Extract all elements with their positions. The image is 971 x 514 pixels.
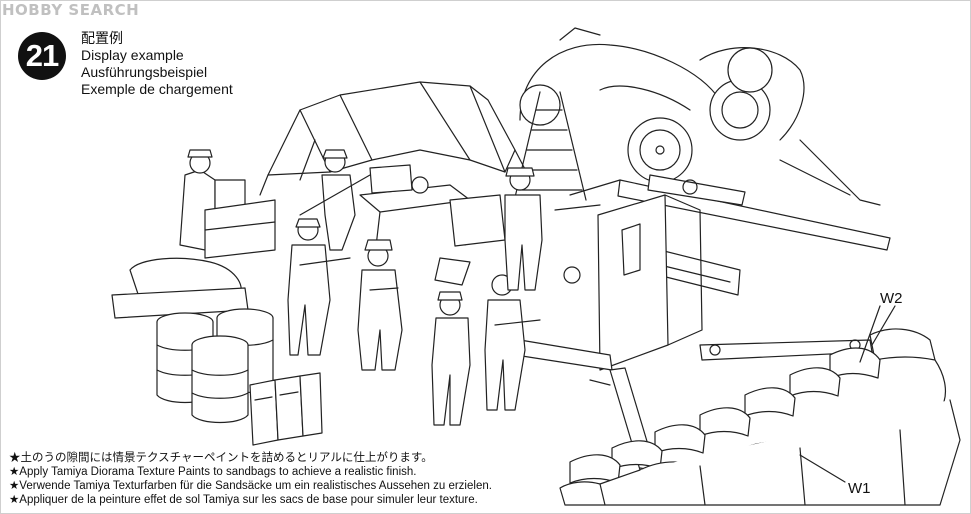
title-german: Ausführungsbeispiel: [81, 64, 208, 80]
note-japanese: ★土のうの隙間には情景テクスチャーペイントを詰めるとリアルに仕上がります。: [9, 452, 433, 464]
ladder-drawing: [511, 91, 587, 211]
w2-leader-line: [871, 305, 896, 346]
title-english: Display example: [81, 47, 184, 63]
field-table-drawing: [359, 164, 506, 256]
jerrycans-drawing: [249, 372, 323, 446]
w2-leader-line-2: [859, 305, 881, 363]
watermark: HOBBY SEARCH: [2, 1, 140, 19]
motorcycles-drawing: [519, 27, 881, 206]
note-english: ★Apply Tamiya Diorama Texture Paints to …: [9, 466, 417, 478]
oil-drums-drawing: [156, 308, 274, 424]
note-french: ★Appliquer de la peinture effet de sol T…: [9, 494, 478, 506]
sandbags-drawing: [559, 328, 961, 506]
gunner-figure: [504, 167, 543, 291]
map-reader-figure: [431, 257, 471, 426]
note-german: ★Verwende Tamiya Texturfarben für die Sa…: [9, 480, 492, 492]
callout-w2: W2: [880, 290, 903, 307]
callout-w1: W1: [848, 480, 871, 497]
w1-leader-line: [799, 454, 846, 483]
instruction-notes: ★土のうの隙間には情景テクスチャーペイントを詰めるとリアルに仕上がります。 ★A…: [9, 451, 492, 507]
title-french: Exemple de chargement: [81, 81, 233, 97]
step-number-badge: 21: [18, 32, 66, 80]
step-titles: 配置例 Display example Ausführungsbeispiel …: [81, 30, 233, 98]
smg-soldier-figure: [287, 218, 351, 356]
radio-operator-figure: [179, 149, 276, 259]
flak-gun-drawing: [554, 174, 891, 371]
officer-figure: [357, 239, 403, 371]
title-japanese: 配置例: [81, 30, 123, 46]
supplies-drawing: [111, 257, 249, 319]
step-number: 21: [25, 38, 59, 73]
rifleman-figure: [299, 149, 371, 251]
